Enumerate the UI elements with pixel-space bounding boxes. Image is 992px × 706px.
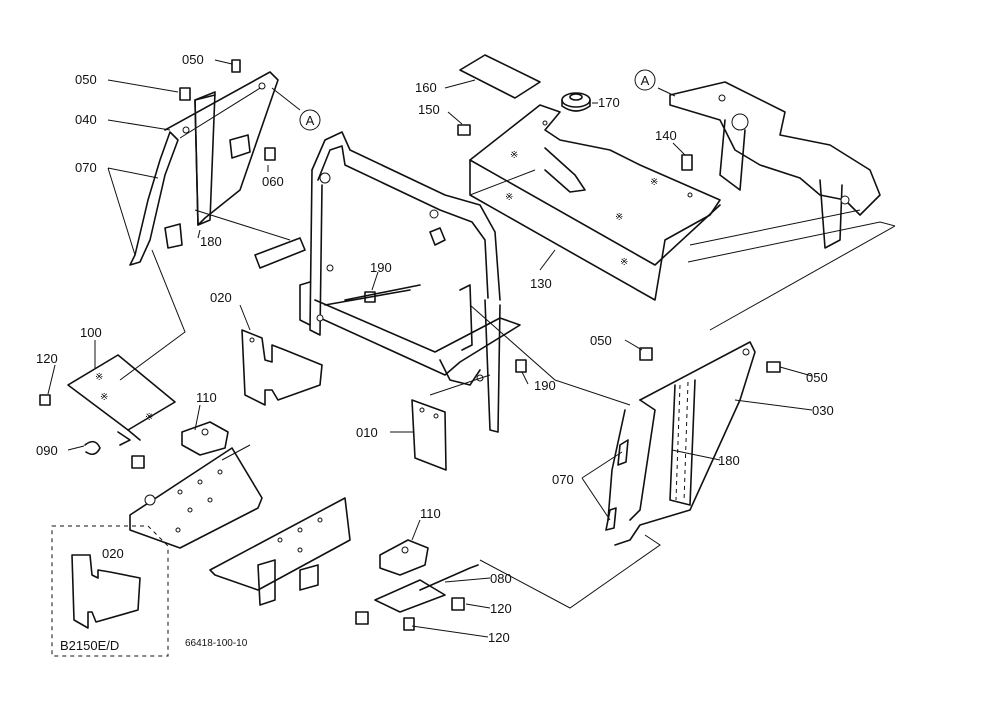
callout-040: 040 [75, 112, 97, 127]
callout-050-right: 050 [806, 370, 828, 385]
svg-text:※: ※ [650, 177, 658, 188]
svg-text:※: ※ [505, 192, 513, 203]
leader-lines [47, 59, 813, 638]
callout-060: 060 [262, 174, 284, 189]
callout-100: 100 [80, 325, 102, 340]
top-cover: ※ ※ ※ ※ ※ [469, 104, 721, 301]
callout-130: 130 [530, 276, 552, 291]
svg-text:※: ※ [95, 372, 103, 383]
callout-120-bottom: 120 [488, 630, 510, 645]
inset-border [51, 525, 169, 657]
center-plate [411, 399, 447, 471]
svg-text:※: ※ [615, 212, 623, 223]
pad-and-grommet [459, 54, 591, 112]
reference-mark-a-left-text: A [306, 113, 315, 128]
callout-050-top: 050 [182, 52, 204, 67]
svg-text:※: ※ [620, 257, 628, 268]
callout-050-right-upper: 050 [590, 333, 612, 348]
right-upper-bracket [669, 81, 896, 263]
inset-label: B2150E/D [60, 638, 119, 653]
brackets-110 [181, 421, 479, 613]
reference-mark-a-right-text: A [641, 73, 650, 88]
callout-110-lower: 110 [420, 506, 441, 521]
callout-180-right: 180 [718, 453, 740, 468]
callout-120-mid: 120 [490, 601, 512, 616]
callout-010: 010 [356, 425, 378, 440]
group-lines [119, 169, 896, 609]
callout-160: 160 [415, 80, 437, 95]
callout-050-left: 050 [75, 72, 97, 87]
callout-070-left: 070 [75, 160, 97, 175]
drawing-number: 66418-100-10 [185, 638, 248, 649]
variant-inset: 020 B2150E/D [51, 525, 169, 657]
left-side-panel [129, 71, 279, 266]
right-side-panel [605, 341, 756, 546]
callout-190-upper: 190 [370, 260, 392, 275]
callout-090: 090 [36, 443, 58, 458]
callout-110-upper: 110 [196, 390, 217, 405]
reference-mark-a-right [634, 69, 656, 91]
callout-140: 140 [655, 128, 677, 143]
callout-030: 030 [812, 403, 834, 418]
svg-text:※: ※ [145, 412, 153, 423]
callout-150: 150 [418, 102, 440, 117]
callout-080: 080 [490, 571, 512, 586]
inset-cover-020 [71, 554, 141, 629]
fasteners [39, 59, 781, 631]
callout-020-inset: 020 [102, 546, 124, 561]
callout-070-right: 070 [552, 472, 574, 487]
bracket-100: ※ ※ ※ [67, 354, 176, 446]
reference-mark-a-left [299, 109, 321, 131]
callout-180-left: 180 [200, 234, 222, 249]
left-cover [241, 329, 323, 406]
svg-text:※: ※ [510, 150, 518, 161]
callout-020: 020 [210, 290, 232, 305]
main-frame [254, 131, 521, 433]
lower-plates [129, 447, 351, 606]
reference-marks: A A [299, 69, 656, 131]
callout-120-left: 120 [36, 351, 58, 366]
callout-170: 170 [598, 95, 620, 110]
callouts: 050 050 040 070 060 180 160 170 150 140 … [36, 52, 834, 645]
svg-text:※: ※ [100, 392, 108, 403]
callout-190-lower: 190 [534, 378, 556, 393]
